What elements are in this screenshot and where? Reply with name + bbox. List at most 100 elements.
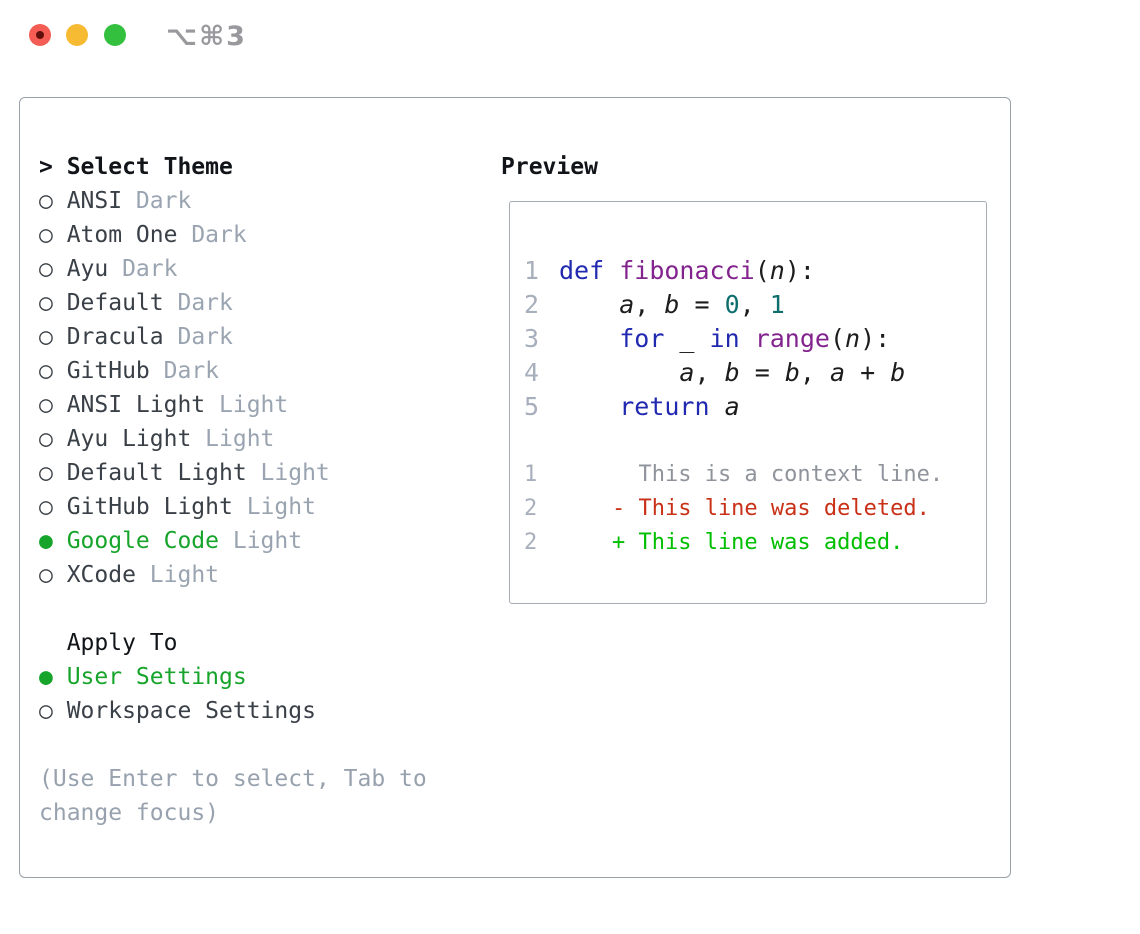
line-number: 2 (524, 496, 538, 521)
radio-unselected-icon: ○ (39, 698, 53, 724)
code-segment-var: b (664, 290, 680, 319)
radio-unselected-icon: ○ (39, 256, 53, 282)
radio-unselected-icon: ○ (39, 222, 53, 248)
minimize-button[interactable] (66, 24, 88, 46)
code-segment-pln (559, 324, 619, 353)
radio-unselected-icon: ○ (39, 426, 53, 452)
code-segment-pln: ( (829, 324, 846, 353)
code-segment-add: + This line was added. (559, 530, 904, 555)
code-segment-pln: ): (784, 256, 815, 285)
code-segment-pln (740, 324, 755, 353)
code-segment-var: a (829, 358, 846, 387)
option-variant-label: Light (205, 426, 275, 452)
apply-option-user-settings[interactable]: ●User Settings (39, 660, 459, 694)
option-label: GitHub (66, 358, 150, 384)
code-line: 3 for _ in range(n): (524, 322, 986, 356)
keyboard-shortcut-label: ⌥⌘3 (166, 21, 247, 52)
code-segment-lit: 1 (769, 290, 785, 319)
code-line: 2 a, b = 0, 1 (524, 288, 986, 322)
option-variant-label: Light (260, 460, 330, 486)
line-number: 2 (524, 290, 540, 319)
option-variant-label: Dark (163, 358, 220, 384)
title-bar: ⌥⌘3 (0, 0, 1140, 70)
option-variant-label: Light (219, 392, 289, 418)
line-number: 2 (524, 530, 538, 555)
option-label: Dracula (66, 324, 164, 350)
code-segment-var: b (784, 358, 800, 387)
option-label: Default Light (66, 460, 247, 486)
line-number: 1 (524, 256, 540, 285)
code-segment-kw: def (559, 256, 605, 285)
code-segment-var: b (724, 358, 740, 387)
option-label: Google Code (66, 528, 220, 554)
radio-unselected-icon: ○ (39, 358, 53, 384)
option-variant-label: Dark (135, 188, 192, 214)
theme-option-google-code[interactable]: ● Google Code Light (39, 524, 459, 558)
code-line (524, 424, 986, 458)
radio-unselected-icon: ○ (39, 188, 53, 214)
theme-option-atom-one[interactable]: ○ Atom One Dark (39, 218, 459, 252)
theme-option-default-light[interactable]: ○ Default Light Light (39, 456, 459, 490)
code-line: 1 This is a context line. (524, 458, 986, 492)
close-dot-icon (36, 31, 44, 39)
radio-unselected-icon: ○ (39, 460, 53, 486)
code-segment-pln (559, 392, 619, 421)
code-segment-lit: 0 (724, 290, 740, 319)
option-variant-label: Light (232, 528, 303, 554)
code-line: 5 return a (524, 390, 986, 424)
option-variant-label: Dark (177, 324, 233, 350)
option-label: Atom One (66, 222, 178, 248)
code-segment-pln: = (679, 290, 725, 319)
code-segment-pln: = (739, 358, 785, 387)
zoom-button[interactable] (104, 24, 126, 46)
theme-option-ayu-light[interactable]: ○ Ayu Light Light (39, 422, 459, 456)
code-segment-var: a (619, 290, 635, 319)
preview-title: Preview (501, 154, 598, 180)
code-line: 2 + This line was added. (524, 526, 986, 560)
apply-option-workspace-settings[interactable]: ○ Workspace Settings (39, 694, 459, 728)
code-segment-del: - This line was deleted. (559, 496, 930, 521)
radio-unselected-icon: ○ (39, 494, 53, 520)
option-label: Ayu Light (66, 426, 192, 452)
code-segment-pln: , (739, 290, 770, 319)
code-segment-kw: return (619, 392, 710, 421)
code-segment-ctx: This is a context line. (559, 462, 944, 487)
option-label: Default (66, 290, 164, 316)
radio-selected-icon: ● (39, 528, 53, 554)
code-segment-pln (559, 358, 679, 387)
option-variant-label: Light (246, 494, 316, 520)
code-segment-var: n (769, 256, 785, 285)
radio-unselected-icon: ○ (39, 392, 53, 418)
option-label: ANSI (66, 188, 123, 214)
code-segment-pln (710, 392, 725, 421)
select-theme-title: Select Theme (66, 154, 233, 180)
code-line: 2 - This line was deleted. (524, 492, 986, 526)
code-segment-pln (559, 290, 619, 319)
theme-option-github[interactable]: ○ GitHub Dark (39, 354, 459, 388)
code-segment-pln: ): (860, 324, 891, 353)
option-variant-label: Dark (191, 222, 247, 248)
code-segment-var: n (845, 324, 861, 353)
code-segment-pln (604, 256, 619, 285)
keyboard-hint: (Use Enter to select, Tab to change focu… (39, 766, 427, 826)
prompt-icon: > (39, 154, 53, 180)
radio-selected-icon: ● (39, 664, 53, 690)
code-line: 4 a, b = b, a + b (524, 356, 986, 390)
theme-option-ansi[interactable]: ○ ANSI Dark (39, 184, 459, 218)
line-number: 3 (524, 324, 540, 353)
option-variant-label: Dark (177, 290, 233, 316)
line-number: 1 (524, 462, 538, 487)
option-label: XCode (66, 562, 136, 588)
close-button[interactable] (29, 24, 51, 46)
option-label: Workspace Settings (66, 698, 316, 724)
